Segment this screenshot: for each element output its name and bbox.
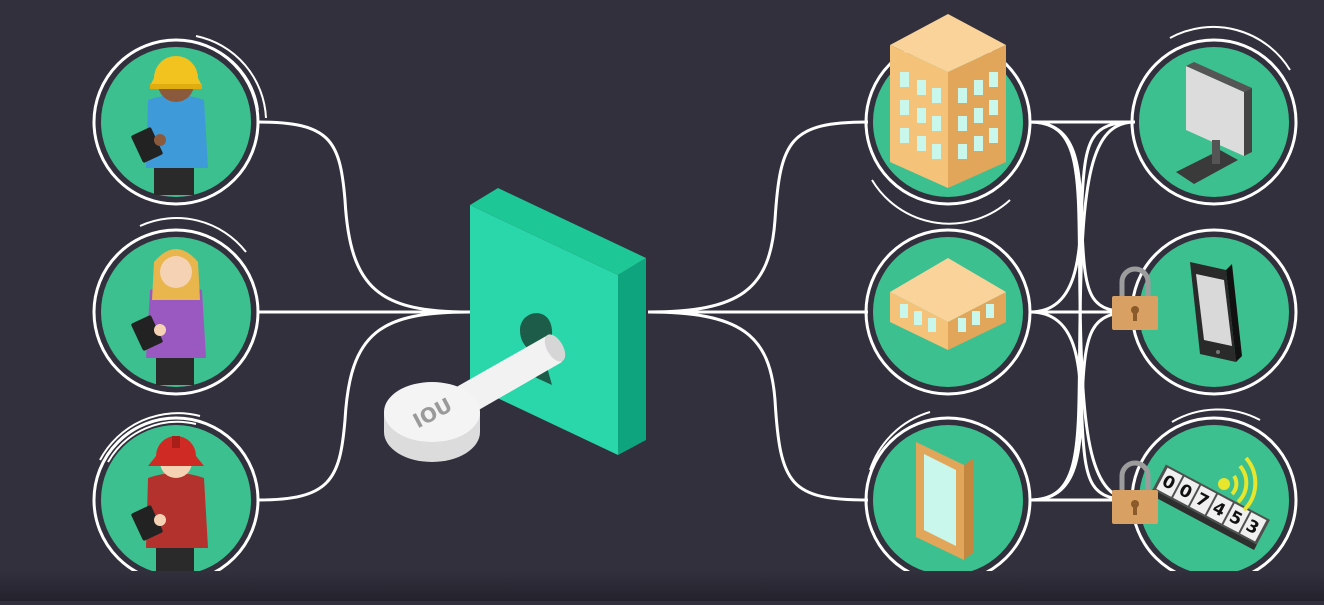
padlock-icon: [1112, 266, 1158, 330]
bottom-fade: [0, 571, 1324, 601]
smartphone-icon: [1190, 262, 1242, 362]
connector-door: [647, 310, 869, 502]
door-icon: [916, 442, 974, 560]
keyhole-block: [470, 188, 646, 455]
resource-node-building: [864, 14, 1032, 225]
meter-digits: 0 0 7 4 5 3: [1156, 467, 1267, 542]
padlock-icon: [1112, 460, 1158, 524]
connector-building: [647, 120, 869, 314]
desktop-computer-icon: [1176, 62, 1252, 184]
user-node-firefighter: [92, 412, 260, 584]
house-icon: [890, 258, 1006, 350]
device-node-computer: [1130, 25, 1298, 206]
connector-firefighter: [257, 310, 471, 502]
user-node-worker: [92, 35, 267, 206]
device-node-meter: 0 0 7 4 5 3: [1130, 408, 1298, 584]
worker-icon: [131, 56, 208, 195]
user-node-staff: [92, 217, 260, 396]
office-building-icon: [890, 14, 1006, 188]
connector-lines: [257, 120, 1136, 502]
staff-icon: [131, 249, 206, 385]
resource-node-door: [864, 411, 1032, 584]
key-icon: IOU: [384, 334, 566, 462]
wireless-signal-icon: [1218, 456, 1258, 512]
resource-node-house: [864, 228, 1032, 396]
meter-icon: 0 0 7 4 5 3: [1149, 456, 1271, 550]
connector-worker: [257, 120, 471, 314]
firefighter-icon: [131, 436, 208, 572]
